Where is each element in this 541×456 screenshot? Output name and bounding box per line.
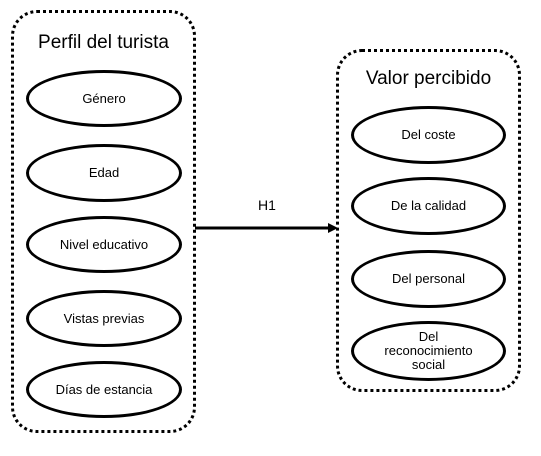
- group-perfil-del-turista: Perfil del turista: [11, 10, 196, 433]
- node-edad: Edad: [26, 144, 182, 202]
- node-del-personal-label: Del personal: [392, 271, 465, 286]
- relation-label-h1: H1: [258, 197, 276, 213]
- node-del-coste-label: Del coste: [401, 127, 456, 142]
- node-genero-label: Género: [82, 90, 126, 106]
- group-title-valor: Valor percibido: [365, 68, 492, 89]
- relation-arrow: [195, 223, 338, 233]
- node-nivel-educativo: Nivel educativo: [26, 216, 182, 273]
- node-nivel-educativo-label: Nivel educativo: [59, 236, 149, 252]
- node-dias-de-estancia-label: Días de estancia: [55, 381, 153, 397]
- node-edad-label: Edad: [88, 165, 120, 180]
- node-del-coste: Del coste: [351, 106, 506, 164]
- group-valor-percibido: Valor percibido: [336, 49, 521, 392]
- node-del-personal: Del personal: [351, 250, 506, 308]
- node-de-la-calidad: De la calidad: [351, 177, 506, 235]
- node-vistas-previas: Vistas previas: [26, 290, 182, 347]
- node-del-reconocimiento-social: Del reconocimiento social: [351, 321, 506, 381]
- node-dias-de-estancia: Días de estancia: [26, 361, 182, 418]
- relation-arrow-head: [328, 223, 338, 233]
- node-vistas-previas-label: Vistas previas: [63, 310, 145, 326]
- group-title-perfil: Perfil del turista: [38, 32, 169, 53]
- node-de-la-calidad-label: De la calidad: [390, 198, 467, 213]
- node-del-reconocimiento-social-label: Del reconocimiento social: [384, 329, 473, 372]
- node-genero: Género: [26, 70, 182, 127]
